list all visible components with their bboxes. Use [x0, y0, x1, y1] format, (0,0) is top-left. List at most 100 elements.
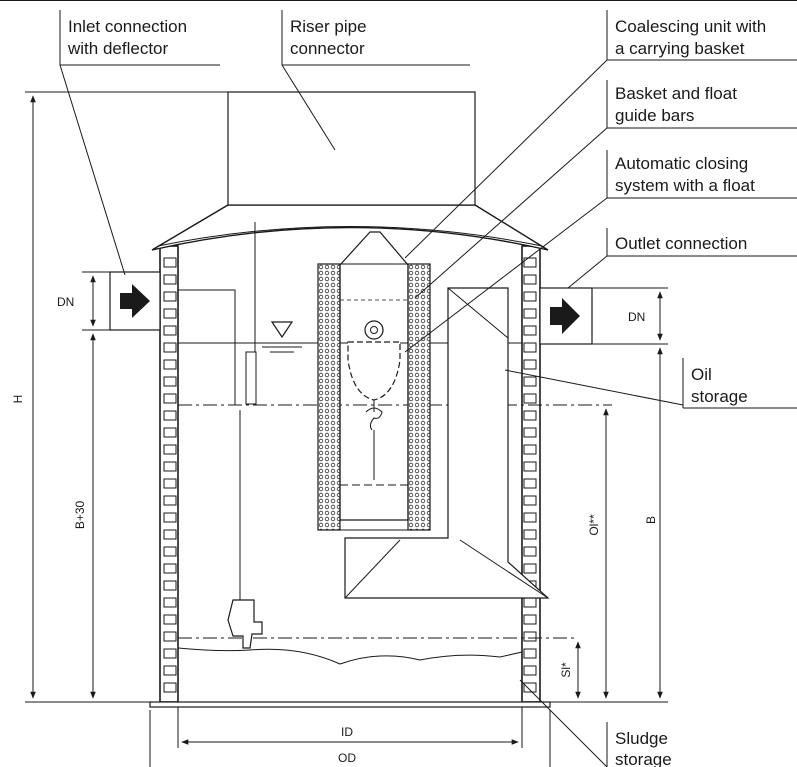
float-eye	[364, 320, 384, 340]
wall-rib	[163, 444, 177, 455]
wall-rib	[523, 665, 537, 676]
wall-rib	[163, 376, 177, 387]
h-label: H	[11, 395, 25, 404]
wall-rib	[163, 631, 177, 642]
oil-storage-callout-line1: Oil	[691, 365, 712, 384]
flow-arrow-icon	[120, 284, 150, 318]
tank-lid	[151, 204, 549, 251]
wall-rib	[163, 257, 177, 268]
wall-rib	[523, 427, 537, 438]
wall-rib	[163, 665, 177, 676]
wall-rib	[523, 614, 537, 625]
wall-rib	[523, 512, 537, 523]
wall-rib	[163, 308, 177, 319]
sludge-storage-callout-line1: Sludge	[615, 729, 668, 748]
guide-bars-callout-line2: guide bars	[615, 106, 694, 125]
b-plus-30-label: B+30	[73, 500, 87, 529]
inlet-connection	[109, 271, 161, 331]
wall-rib	[523, 376, 537, 387]
wall-rib	[523, 291, 537, 302]
wall-rib	[163, 393, 177, 404]
wall-rib	[163, 529, 177, 540]
wall-rib	[523, 325, 537, 336]
coalescing-callout-line1: Coalescing unit with	[615, 17, 766, 36]
float-body	[347, 341, 401, 401]
id-label: ID	[341, 725, 353, 739]
right-wall-ribs	[523, 257, 537, 693]
flow-arrow-icon	[550, 298, 580, 334]
dimension-lines	[25, 91, 668, 767]
wall-rib	[163, 427, 177, 438]
riser-callout-line1: Riser pipe	[290, 17, 367, 36]
wall-rib	[523, 410, 537, 421]
wall-rib	[523, 342, 537, 353]
inlet-deflector	[178, 289, 236, 405]
coalescing-callout-line2: a carrying basket	[615, 39, 745, 58]
wall-rib	[163, 461, 177, 472]
wall-rib	[163, 648, 177, 659]
wall-rib	[523, 444, 537, 455]
closing-system-callout-line2: system with a float	[615, 176, 755, 195]
ol-label: Ol**	[587, 514, 601, 536]
riser-callout-line2: connector	[290, 39, 365, 58]
dn-inlet-label: DN	[57, 295, 74, 309]
inlet-callout-line2: with deflector	[67, 39, 168, 58]
wall-rib	[163, 291, 177, 302]
wall-rib	[163, 512, 177, 523]
wall-rib	[523, 546, 537, 557]
guide-bars-callout-line1: Basket and float	[615, 84, 737, 103]
wall-rib	[163, 478, 177, 489]
wall-rib	[163, 274, 177, 285]
riser-pipe-connector	[227, 91, 476, 206]
dn-outlet-label: DN	[628, 310, 645, 324]
base-plate	[149, 701, 551, 708]
wall-rib	[523, 461, 537, 472]
sludge-surface	[177, 647, 523, 665]
coalescing-filter-right	[407, 263, 431, 531]
wall-rib	[523, 274, 537, 285]
wall-rib	[163, 359, 177, 370]
callout-leaders	[59, 10, 797, 767]
carrying-basket	[339, 231, 409, 521]
sludge-storage-callout-line2: storage	[615, 750, 672, 767]
od-label: OD	[338, 751, 356, 765]
wall-rib	[523, 308, 537, 319]
wall-rib	[523, 495, 537, 506]
wall-rib	[523, 631, 537, 642]
left-wall-ribs	[163, 257, 177, 693]
water-level-icon	[262, 321, 302, 353]
wall-rib	[523, 393, 537, 404]
wall-rib	[523, 359, 537, 370]
outlet-chamber	[344, 287, 550, 599]
separator-tank	[149, 204, 551, 708]
closing-system-callout-line1: Automatic closing	[615, 154, 748, 173]
b-label: B	[644, 516, 658, 524]
coalescing-unit	[317, 231, 431, 531]
oil-storage-callout-line2: storage	[691, 387, 748, 406]
wall-rib	[523, 597, 537, 608]
wall-rib	[523, 529, 537, 540]
wall-rib	[163, 563, 177, 574]
wall-rib	[523, 682, 537, 693]
wall-rib	[523, 648, 537, 659]
outlet-callout: Outlet connection	[615, 234, 747, 253]
outlet-connection	[539, 287, 593, 345]
wall-rib	[523, 478, 537, 489]
inlet-callout-line1: Inlet connection	[68, 17, 187, 36]
wall-rib	[523, 563, 537, 574]
inner-float-rod	[245, 351, 257, 405]
wall-rib	[163, 597, 177, 608]
wall-rib	[163, 410, 177, 421]
wall-rib	[163, 342, 177, 353]
wall-rib	[163, 614, 177, 625]
wall-rib	[163, 580, 177, 591]
wall-rib	[163, 546, 177, 557]
bottom-valve-seat	[227, 599, 263, 649]
coalescing-filter-left	[317, 263, 341, 531]
wall-rib	[523, 257, 537, 268]
wall-rib	[163, 325, 177, 336]
wall-rib	[163, 495, 177, 506]
sl-label: Sl*	[559, 662, 573, 678]
wall-rib	[163, 682, 177, 693]
